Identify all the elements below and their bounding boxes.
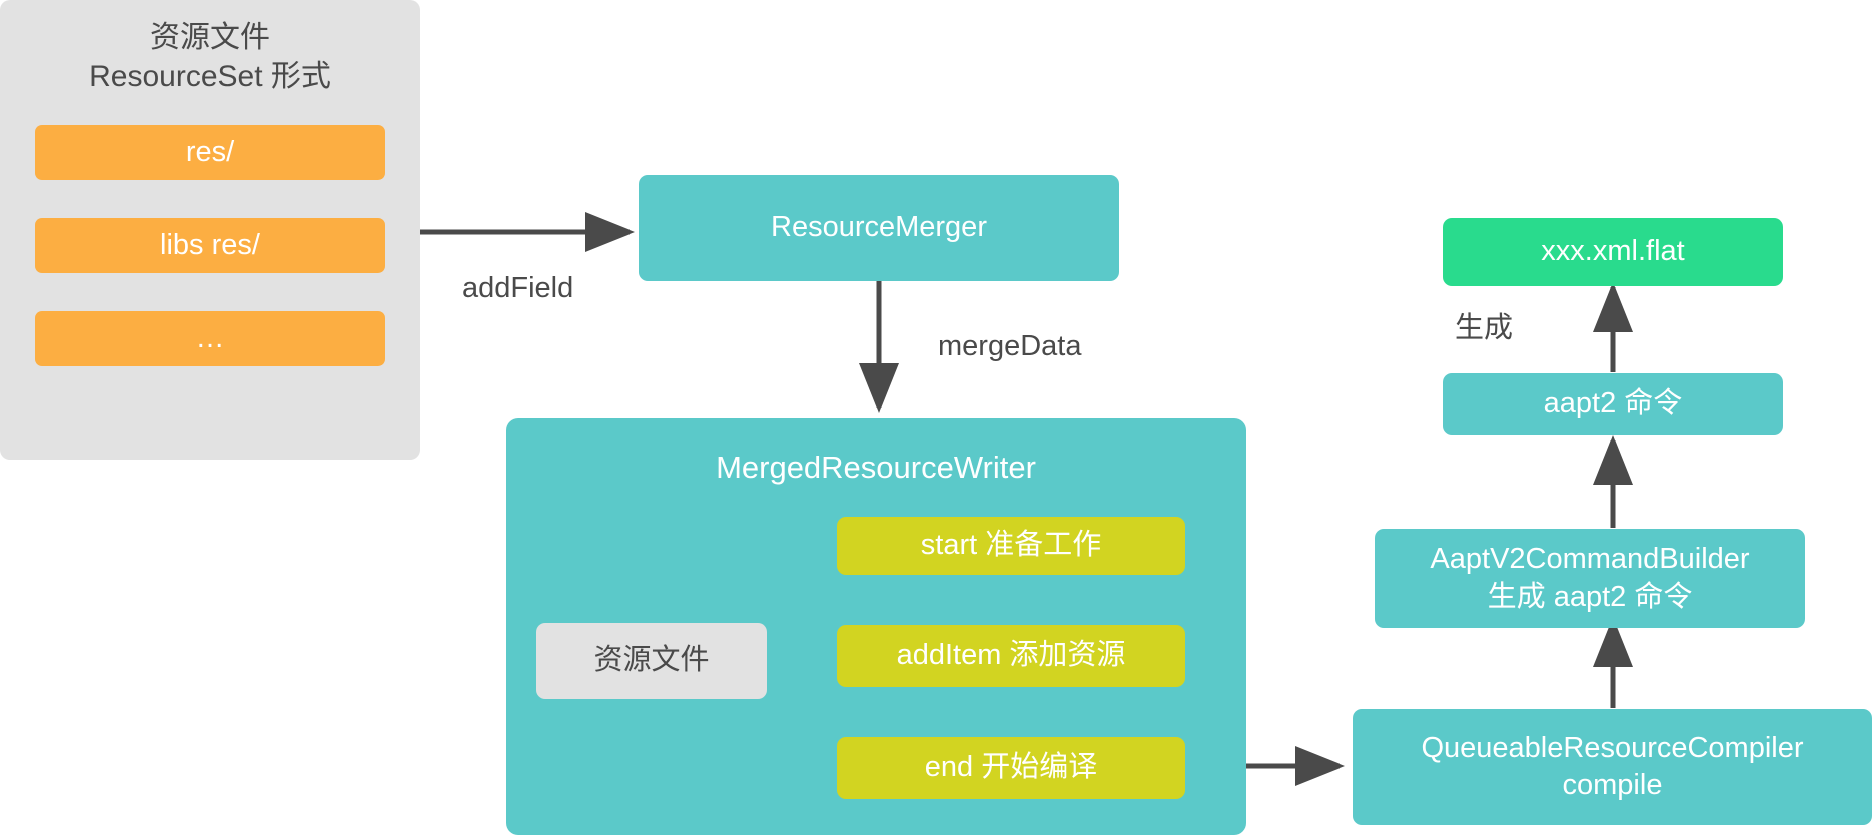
resource-file-input-label: 资源文件 <box>593 644 710 677</box>
edge-label-mergedata: mergeData <box>938 330 1082 362</box>
resource-chip-res-label: res/ <box>185 135 235 168</box>
step-end-box[interactable]: end 开始编译 <box>837 737 1185 799</box>
resource-chip-libs-res-label: libs res/ <box>160 228 260 261</box>
resource-chip-ellipsis[interactable]: … <box>35 311 385 366</box>
step-end-label: end 开始编译 <box>924 751 1098 784</box>
aapt-v2-command-builder-label: AaptV2CommandBuilder 生成 aapt2 命令 <box>1430 543 1750 613</box>
edge-label-generate: 生成 <box>1455 312 1514 344</box>
resource-chip-res[interactable]: res/ <box>35 125 385 180</box>
queueable-resource-compiler-box[interactable]: QueueableResourceCompiler compile <box>1353 709 1872 825</box>
flat-output-box[interactable]: xxx.xml.flat <box>1443 218 1783 286</box>
resource-merger-label: ResourceMerger <box>771 211 987 244</box>
step-start-box[interactable]: start 准备工作 <box>837 517 1185 575</box>
resource-merger-box[interactable]: ResourceMerger <box>639 175 1119 281</box>
aapt2-command-box[interactable]: aapt2 命令 <box>1443 373 1783 435</box>
resource-file-input-box[interactable]: 资源文件 <box>536 623 767 699</box>
step-additem-box[interactable]: addItem 添加资源 <box>837 625 1185 687</box>
resource-set-group-title: 资源文件 ResourceSet 形式 <box>89 21 331 93</box>
merged-resource-writer-title: MergedResourceWriter <box>716 450 1036 485</box>
resource-chip-libs-res[interactable]: libs res/ <box>35 218 385 273</box>
step-additem-label: addItem 添加资源 <box>896 639 1126 672</box>
aapt-v2-command-builder-box[interactable]: AaptV2CommandBuilder 生成 aapt2 命令 <box>1375 529 1805 628</box>
merged-resource-writer-panel: MergedResourceWriter start 准备工作 资源文件 add… <box>506 418 1246 835</box>
resource-chip-ellipsis-label: … <box>195 321 225 354</box>
step-start-label: start 准备工作 <box>920 529 1102 562</box>
aapt2-command-label: aapt2 命令 <box>1543 387 1683 420</box>
resource-set-group: 资源文件 ResourceSet 形式 res/ libs res/ … <box>0 0 420 460</box>
queueable-resource-compiler-label: QueueableResourceCompiler compile <box>1421 731 1804 801</box>
edge-label-addfield: addField <box>462 272 574 304</box>
flat-output-label: xxx.xml.flat <box>1541 235 1685 268</box>
